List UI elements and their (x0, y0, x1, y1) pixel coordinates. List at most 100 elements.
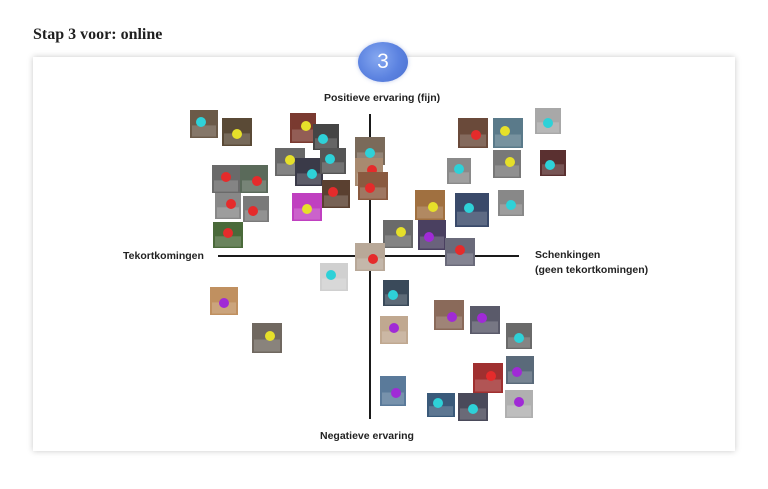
photo-thumbnail (540, 150, 566, 176)
photo-thumbnail (498, 190, 524, 216)
photo-thumbnail (506, 323, 532, 349)
marker-dot (464, 203, 474, 213)
marker-dot (365, 148, 375, 158)
photo-thumbnail (505, 390, 533, 418)
photo-detail (297, 173, 321, 185)
photo-thumbnail (427, 393, 455, 417)
photo-detail (475, 379, 501, 392)
photo-detail (242, 180, 266, 192)
marker-dot (248, 206, 258, 216)
marker-dot (265, 331, 275, 341)
marker-dot (477, 313, 487, 323)
marker-dot (318, 134, 328, 144)
photo-detail (324, 195, 348, 207)
photo-detail (322, 162, 344, 173)
photo-thumbnail (320, 263, 348, 291)
photo-thumbnail (313, 124, 339, 150)
photo-thumbnail (383, 280, 409, 306)
photo-thumbnail (535, 108, 561, 134)
step-badge: 3 (358, 42, 408, 82)
photo-thumbnail (380, 316, 408, 344)
marker-dot (545, 160, 555, 170)
marker-dot (219, 298, 229, 308)
marker-dot (301, 121, 311, 131)
photo-thumbnail (455, 193, 489, 227)
photo-detail (315, 138, 337, 149)
marker-dot (428, 202, 438, 212)
photo-thumbnail (295, 158, 323, 186)
photo-thumbnail (447, 158, 471, 184)
photo-detail (385, 235, 411, 247)
marker-dot (368, 254, 378, 264)
photo-detail (508, 371, 532, 383)
axis-label-right-line2: (geen tekortkomingen) (535, 264, 649, 276)
marker-dot (514, 397, 524, 407)
photo-thumbnail (243, 196, 269, 222)
axis-label-left: Tekortkomingen (123, 250, 204, 262)
axis-label-top: Positieve ervaring (fijn) (324, 92, 441, 104)
photo-thumbnail (434, 300, 464, 330)
marker-dot (471, 130, 481, 140)
marker-dot (223, 228, 233, 238)
photo-detail (215, 236, 241, 247)
marker-dot (433, 398, 443, 408)
marker-dot (486, 371, 496, 381)
photo-thumbnail (290, 113, 316, 143)
photo-thumbnail (320, 148, 346, 174)
photo-detail (449, 172, 469, 183)
photo-detail (214, 180, 238, 192)
marker-dot (454, 164, 464, 174)
photo-detail (457, 211, 487, 226)
photo-detail (360, 187, 386, 199)
photo-detail (429, 406, 453, 416)
step-number: 3 (377, 50, 389, 73)
marker-dot (447, 312, 457, 322)
photo-detail (322, 278, 346, 290)
marker-dot (325, 154, 335, 164)
photo-detail (245, 210, 267, 221)
marker-dot (388, 290, 398, 300)
photo-detail (495, 134, 521, 147)
photo-detail (277, 163, 303, 175)
photo-thumbnail (506, 356, 534, 384)
marker-dot (365, 183, 375, 193)
photo-detail (542, 164, 564, 175)
photo-thumbnail (473, 363, 503, 393)
marker-dot (468, 404, 478, 414)
photo-thumbnail (222, 118, 252, 146)
heading-emphasis: online (120, 26, 163, 43)
marker-dot (196, 117, 206, 127)
photo-thumbnail (493, 150, 521, 178)
marker-dot (232, 129, 242, 139)
photo-detail (357, 258, 383, 270)
photo-thumbnail (380, 376, 406, 406)
photo-thumbnail (418, 220, 446, 250)
photo-thumbnail (215, 193, 241, 219)
photo-thumbnail (493, 118, 523, 148)
marker-dot (500, 126, 510, 136)
marker-dot (506, 200, 516, 210)
photo-detail (495, 165, 519, 177)
marker-dot (307, 169, 317, 179)
photo-detail (385, 294, 407, 305)
photo-thumbnail (458, 393, 488, 421)
axis-label-bottom: Negatieve ervaring (320, 430, 414, 442)
marker-dot (514, 333, 524, 343)
marker-dot (389, 323, 399, 333)
marker-dot (285, 155, 295, 165)
axis-label-right-line1: Schenkingen (535, 249, 601, 261)
photo-detail (472, 321, 498, 333)
photo-detail (292, 129, 314, 142)
marker-dot (328, 187, 338, 197)
marker-dot (302, 204, 312, 214)
photo-thumbnail (358, 172, 388, 200)
photo-thumbnail (383, 220, 413, 248)
marker-dot (396, 227, 406, 237)
marker-dot (424, 232, 434, 242)
photo-thumbnail (212, 165, 240, 193)
photo-detail (507, 405, 531, 417)
marker-dot (391, 388, 401, 398)
heading-prefix: Stap 3 voor: (33, 26, 121, 43)
photo-thumbnail (458, 118, 488, 148)
